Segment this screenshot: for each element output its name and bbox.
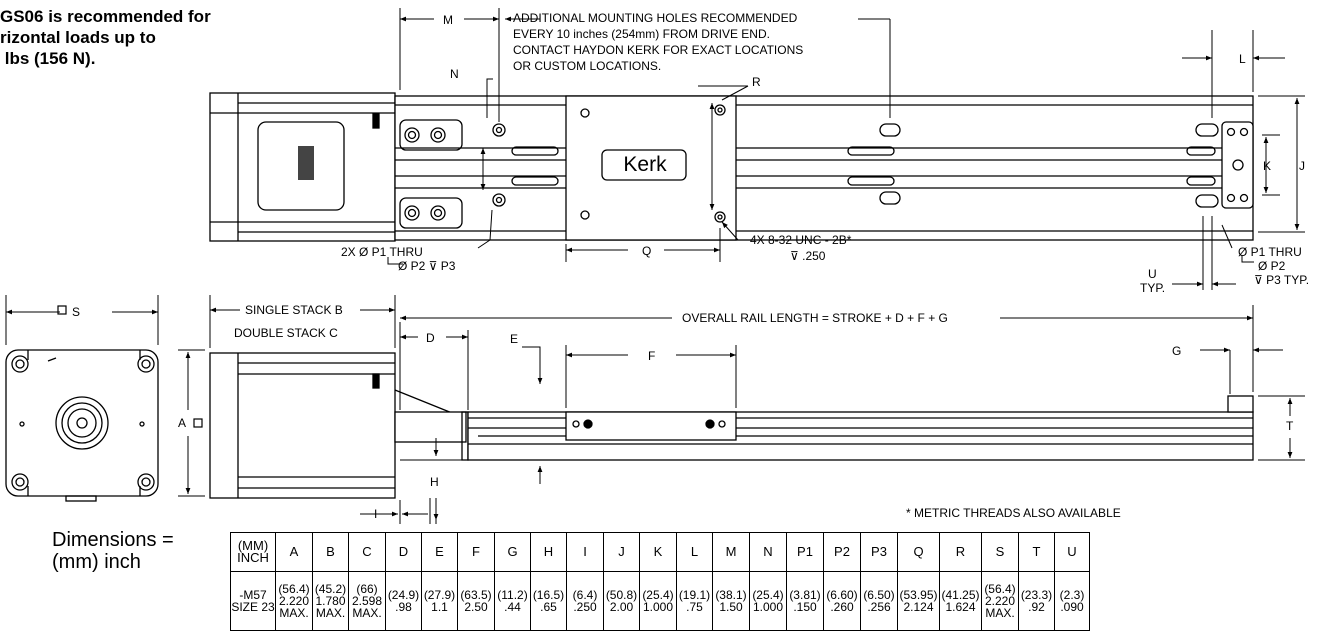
value-cell: (19.1) .75 xyxy=(676,571,713,631)
value-cell: (25.4) 1.000 xyxy=(749,571,787,631)
value-cell: (27.9) 1.1 xyxy=(421,571,458,631)
value-cell: (3.81) .150 xyxy=(786,571,824,631)
value-cell: (2.3) .090 xyxy=(1054,571,1090,631)
value-cell: (53.95) 2.124 xyxy=(897,571,940,631)
value-cell: (25.4) 1.000 xyxy=(639,571,677,631)
note-line-1: ADDITIONAL MOUNTING HOLES RECOMMENDED xyxy=(513,11,798,25)
note-line-4: OR CUSTOM LOCATIONS. xyxy=(513,59,661,73)
label-M: M xyxy=(443,13,453,27)
value-cell: (38.1) 1.50 xyxy=(712,571,750,631)
header-cell: A xyxy=(275,532,313,572)
label-E: E xyxy=(510,332,518,346)
value-cell: -M57 SIZE 23 xyxy=(230,571,276,631)
label-R: R xyxy=(752,75,761,89)
header-cell: E xyxy=(421,532,458,572)
thread-2: ⊽ .250 xyxy=(790,249,826,263)
dimensions-label: Dimensions = (mm) inch xyxy=(52,529,174,573)
header-cell: J xyxy=(603,532,640,572)
thru-left-2: Ø P2 ⊽ P3 xyxy=(398,259,456,273)
header-cell: K xyxy=(639,532,677,572)
value-cell: (6.4) .250 xyxy=(566,571,604,631)
header-cell: U xyxy=(1054,532,1090,572)
header-cell: (MM) INCH xyxy=(230,532,276,572)
side-dimensions xyxy=(209,295,1305,524)
top-dimensions xyxy=(387,8,1305,290)
thru-left-1: 2X Ø P1 THRU xyxy=(341,245,423,259)
rail-top xyxy=(394,95,1254,241)
thread-1: 4X 8-32 UNC - 2B* xyxy=(750,233,852,247)
label-Q: Q xyxy=(642,244,651,258)
header-cell: F xyxy=(457,532,495,572)
thru-right-1: Ø P1 THRU xyxy=(1238,245,1302,259)
value-cell: (24.9) .98 xyxy=(385,571,422,631)
note-line-3: CONTACT HAYDON KERK FOR EXACT LOCATIONS xyxy=(513,43,803,57)
label-G: G xyxy=(1172,344,1181,358)
motor-label-mark xyxy=(298,146,314,180)
label-H: H xyxy=(430,475,439,489)
header-cell: R xyxy=(939,532,982,572)
header-cell: Q xyxy=(897,532,940,572)
value-cell: (11.2) .44 xyxy=(494,571,531,631)
header-cell: P2 xyxy=(823,532,861,572)
overall-length: OVERALL RAIL LENGTH = STROKE + D + F + G xyxy=(682,311,948,325)
header-cell: C xyxy=(348,532,386,572)
recommendation-note: GS06 is recommended for rizontal loads u… xyxy=(0,7,211,68)
value-cell: (56.4) 2.220 MAX. xyxy=(981,571,1019,631)
logo-kerk: Kerk xyxy=(623,153,667,176)
u-typ: TYP. xyxy=(1140,281,1165,295)
metric-note: * METRIC THREADS ALSO AVAILABLE xyxy=(906,506,1121,520)
header-cell: P3 xyxy=(860,532,898,572)
header-cell: L xyxy=(676,532,713,572)
label-L: L xyxy=(1239,52,1246,66)
value-cell: (23.3) .92 xyxy=(1018,571,1055,631)
thru-right-2: Ø P2 xyxy=(1258,259,1286,273)
label-J: J xyxy=(1299,159,1305,173)
carriage-top xyxy=(565,95,737,241)
header-cell: H xyxy=(530,532,567,572)
value-cell: (56.4) 2.220 MAX. xyxy=(275,571,313,631)
header-cell: D xyxy=(385,532,422,572)
label-S: S xyxy=(72,305,80,319)
value-cell: (50.8) 2.00 xyxy=(603,571,640,631)
header-cell: P1 xyxy=(786,532,824,572)
header-cell: G xyxy=(494,532,531,572)
note-line-2: EVERY 10 inches (254mm) FROM DRIVE END. xyxy=(513,27,770,41)
table-row: -M57 SIZE 23(56.4) 2.220 MAX.(45.2) 1.78… xyxy=(230,571,1090,631)
header-cell: T xyxy=(1018,532,1055,572)
value-cell: (6.60) .260 xyxy=(823,571,861,631)
thru-right-3: ⊽ P3 TYP. xyxy=(1254,273,1309,287)
label-F: F xyxy=(648,349,655,363)
value-cell: (66) 2.598 MAX. xyxy=(348,571,386,631)
top-view xyxy=(209,92,1254,242)
header-cell: M xyxy=(712,532,750,572)
value-cell: (6.50) .256 xyxy=(860,571,898,631)
header-cell: B xyxy=(312,532,349,572)
label-A: A xyxy=(178,416,186,430)
side-view xyxy=(209,352,1254,499)
header-cell: N xyxy=(749,532,787,572)
label-I: I xyxy=(374,507,377,521)
single-stack: SINGLE STACK B xyxy=(245,303,343,317)
end-view xyxy=(5,349,159,502)
label-T: T xyxy=(1286,419,1294,433)
value-cell: (16.5) .65 xyxy=(530,571,567,631)
value-cell: (41.25) 1.624 xyxy=(939,571,982,631)
label-D: D xyxy=(426,331,435,345)
value-cell: (63.5) 2.50 xyxy=(457,571,495,631)
double-stack: DOUBLE STACK C xyxy=(234,326,338,340)
header-cell: S xyxy=(981,532,1019,572)
value-cell: (45.2) 1.780 MAX. xyxy=(312,571,349,631)
header-cell: I xyxy=(566,532,604,572)
label-K: K xyxy=(1263,159,1271,173)
label-N: N xyxy=(450,67,459,81)
u-label: U xyxy=(1148,267,1157,281)
